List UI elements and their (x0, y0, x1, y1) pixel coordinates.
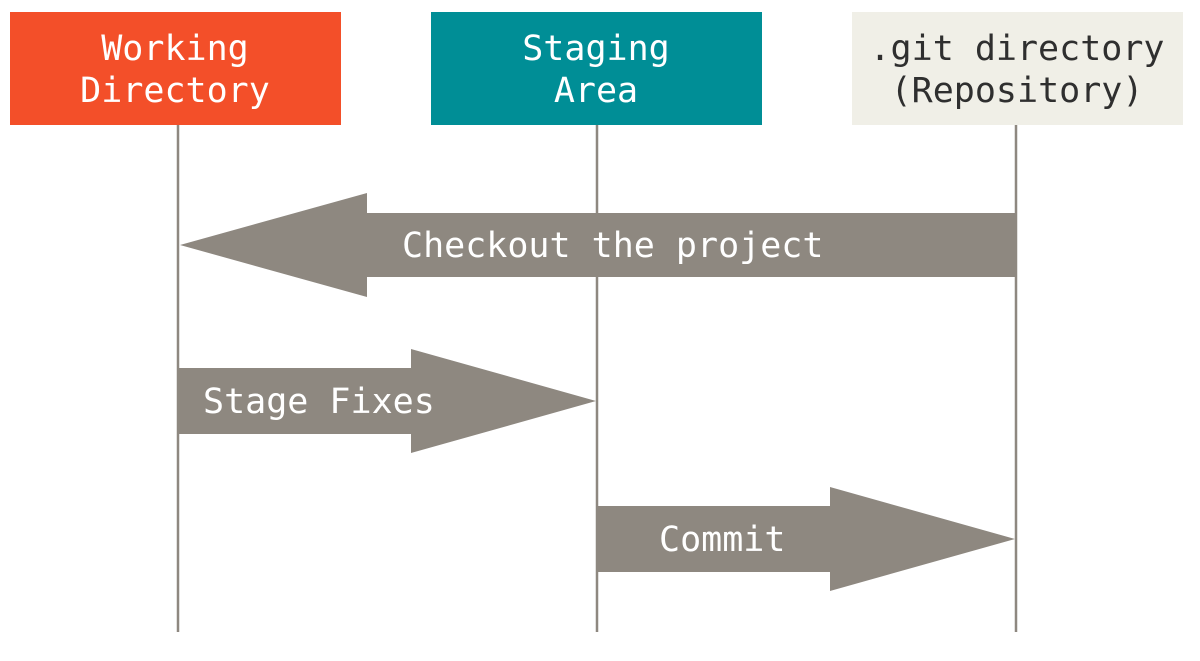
working-directory-box: Working Directory (10, 12, 341, 125)
staging-area-label-line1: Staging (522, 29, 670, 69)
staging-area-box: Staging Area (431, 12, 762, 125)
checkout-arrow: Checkout the project (180, 193, 1016, 297)
stage-fixes-arrow-shape (178, 349, 596, 453)
git-directory-label-line1: .git directory (869, 29, 1164, 69)
commit-arrow: Commit (597, 487, 1015, 591)
stage-fixes-arrow-label: Stage Fixes (203, 382, 435, 422)
staging-area-box-bg (431, 12, 762, 125)
working-directory-label-line1: Working (101, 29, 249, 69)
working-directory-label-line2: Directory (80, 71, 270, 111)
staging-area-label-line2: Area (554, 71, 638, 111)
git-directory-box-bg (852, 12, 1183, 125)
working-directory-box-bg (10, 12, 341, 125)
git-directory-box: .git directory (Repository) (852, 12, 1183, 125)
checkout-arrow-label: Checkout the project (402, 226, 823, 266)
commit-arrow-shape (597, 487, 1015, 591)
stage-fixes-arrow: Stage Fixes (178, 349, 596, 453)
commit-arrow-label: Commit (659, 520, 785, 560)
checkout-arrow-shape (180, 193, 1016, 297)
git-directory-label-line2: (Repository) (891, 71, 1144, 111)
